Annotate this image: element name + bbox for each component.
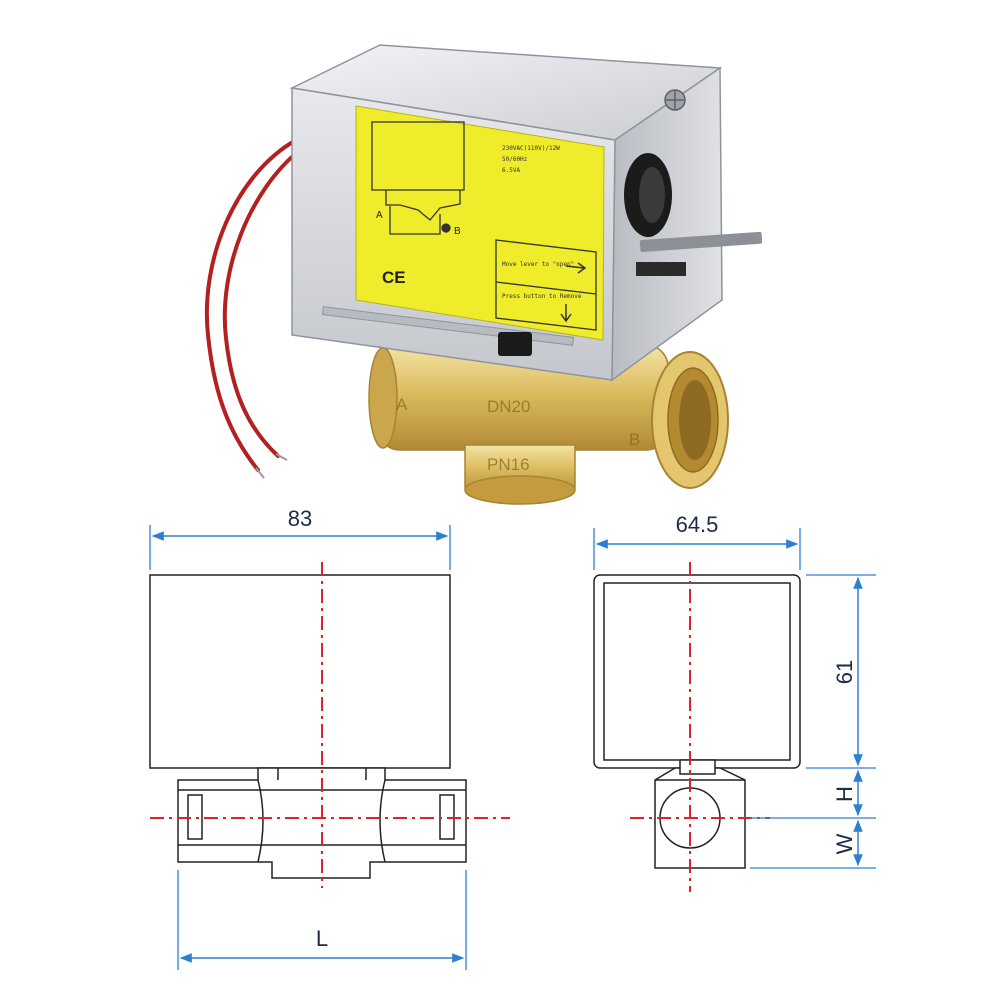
side-view-drawing: 64.5 61 H W: [593, 512, 876, 892]
front-view-drawing: 83 L: [149, 506, 510, 970]
side-width-dimension: 64.5: [593, 512, 801, 570]
release-button: [498, 332, 532, 356]
dimension-83-label: 83: [288, 506, 312, 531]
dimension-61-label: 61: [832, 660, 857, 684]
label-point-a: A: [376, 210, 383, 221]
front-actuator-outline: [149, 574, 451, 769]
side-center-lines: [630, 562, 770, 892]
label-point-b: B: [454, 226, 461, 237]
port-a-marking: A: [396, 395, 408, 414]
port-b-marking: B: [629, 430, 640, 449]
dimension-w-label: W: [832, 833, 857, 854]
ce-mark: CE: [382, 268, 406, 287]
manual-lever: [639, 231, 763, 253]
arrow-right-icon: [565, 262, 587, 274]
dimension-64-5-label: 64.5: [676, 512, 719, 537]
rating-line-1: 230VAC(110V)/12W: [502, 145, 560, 152]
rating-line-3: 6.5VA: [502, 167, 520, 174]
rating-line-2: 50/60Hz: [502, 156, 528, 163]
front-center-lines: [150, 562, 510, 888]
arrow-down-icon: [560, 304, 572, 323]
red-wires: [204, 138, 302, 472]
height-dimensions: 61 H W: [750, 574, 876, 869]
button-instruction: Press button to Remove: [502, 293, 582, 300]
wire-tip: [255, 467, 265, 479]
pressure-marking: PN16: [487, 455, 530, 474]
body-length-dimension: L: [177, 870, 467, 970]
dimension-l-label: L: [316, 926, 328, 951]
yellow-label: 230VAC(110V)/12W 50/60Hz 6.5VA A B CE Mo…: [355, 105, 605, 341]
size-marking: DN20: [487, 397, 530, 416]
dimension-h-label: H: [832, 786, 857, 802]
valve-illustration: A B DN20 PN16: [204, 44, 763, 505]
front-body-outline: [177, 767, 467, 879]
lever-instruction: Move lever to "open": [502, 261, 574, 268]
side-actuator-outline: [593, 574, 801, 769]
wire-tip: [275, 453, 288, 461]
front-width-dimension: 83: [149, 506, 451, 570]
brass-valve-body: A B DN20 PN16: [368, 344, 729, 505]
